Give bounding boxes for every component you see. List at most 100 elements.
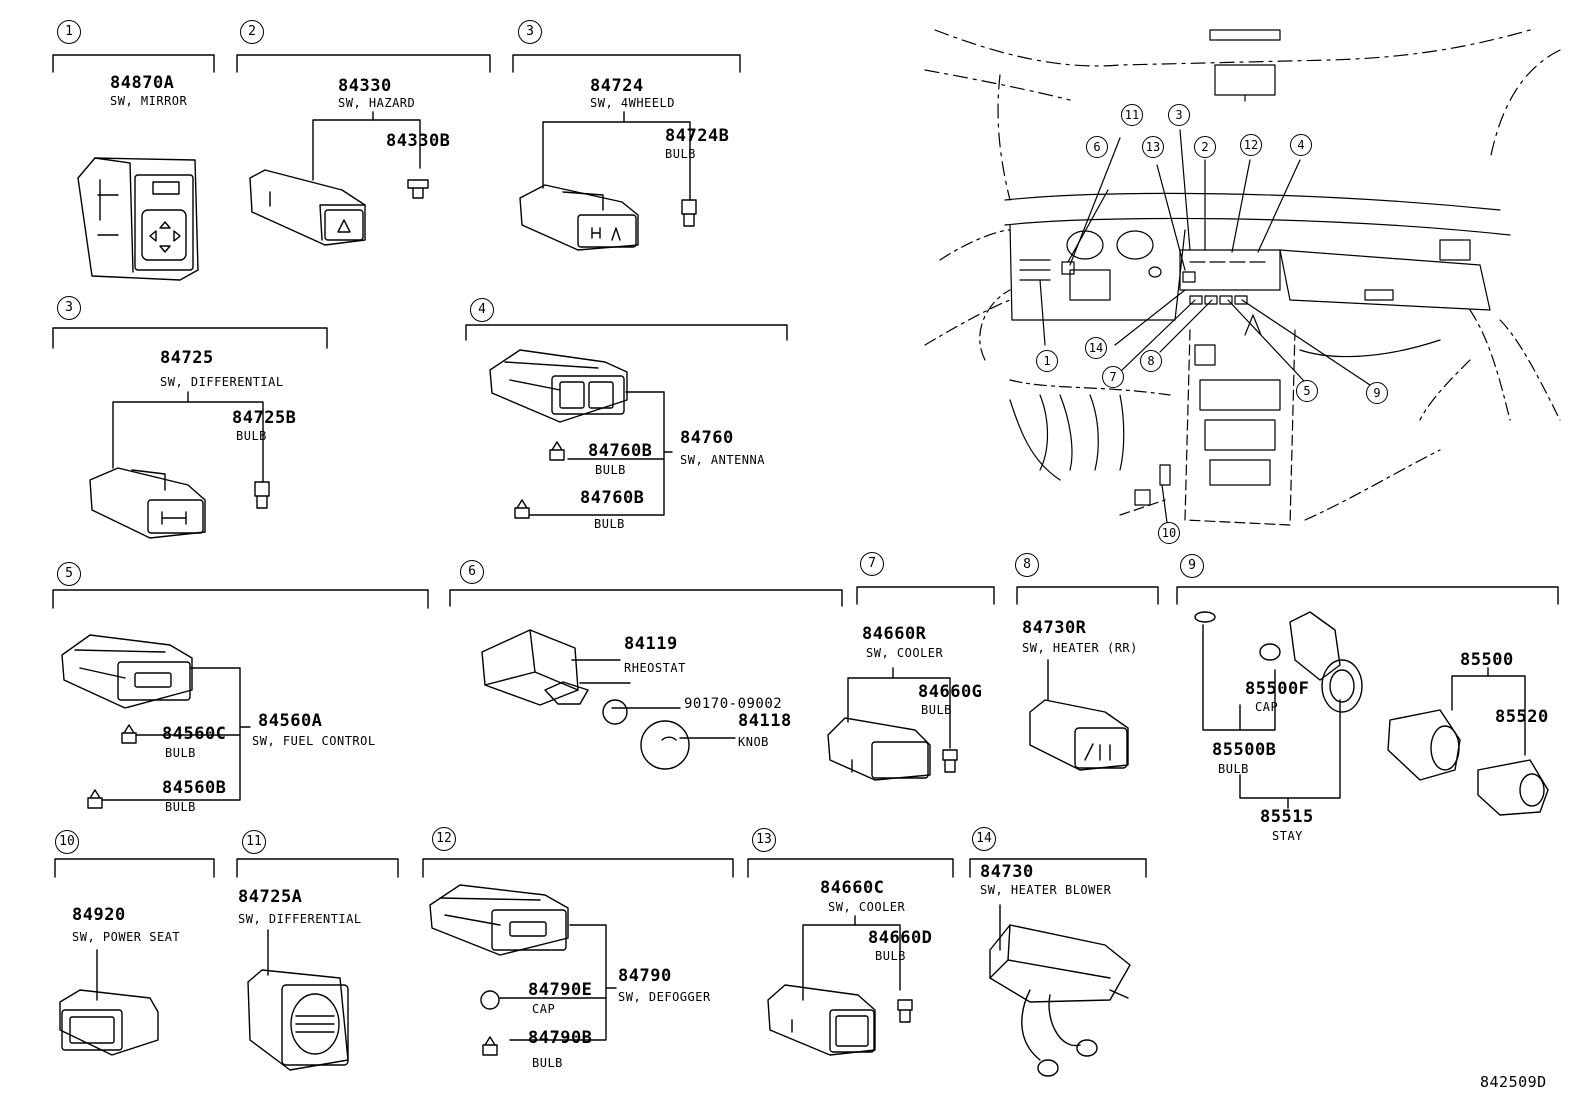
part-number: 84560B [162,778,227,798]
section-number: 9 [1180,554,1204,578]
part-description: SW, DEFOGGER [618,990,711,1004]
dash-callout: 11 [1121,104,1143,126]
part-cooler-switch-7 [827,717,958,781]
part-antenna-switch [489,349,628,519]
part-description: RHEOSTAT [624,661,686,675]
part-number: 90170-09002 [684,696,783,712]
part-description: BULB [595,463,626,477]
part-number: 84660D [868,928,933,948]
part-description: BULB [875,949,906,963]
part-number: 84724B [665,126,730,146]
part-number: 84119 [624,634,678,654]
part-description: SW, ANTENNA [680,453,765,467]
part-description: SW, HEATER BLOWER [980,883,1112,897]
part-description: SW, POWER SEAT [72,930,181,944]
part-number: 84725 [160,348,214,368]
dash-callout: 9 [1366,382,1388,404]
part-cooler-switch-13 [767,984,913,1056]
part-number: 85520 [1495,707,1549,727]
section-number: 1 [57,20,81,44]
part-number: 84870A [110,73,175,93]
part-number: 84760 [680,428,734,448]
part-power-seat-switch [59,989,159,1056]
part-description: CAP [1255,700,1279,714]
section-number: 6 [460,560,484,584]
part-number: 85500 [1460,650,1514,670]
part-number: 84920 [72,905,126,925]
part-differential-switch [89,467,270,539]
part-description: BULB [594,517,625,531]
part-description: BULB [165,746,196,760]
part-number: 84724 [590,76,644,96]
part-differential-knob [247,969,349,1071]
part-heater-blower-switch [989,924,1131,1077]
section-brackets [52,54,1559,878]
part-number: 84790B [528,1028,593,1048]
part-number: 84118 [738,711,792,731]
dash-callout: 1 [1036,350,1058,372]
dash-callout: 13 [1142,136,1164,158]
part-description: SW, 4WHEELD [590,96,675,110]
part-hazard-switch [249,169,429,246]
part-heater-rr-switch [1029,699,1129,771]
leader-lines [96,111,1526,1041]
part-number: 85500B [1212,740,1277,760]
part-description: BULB [532,1056,563,1070]
dash-callout: 6 [1086,136,1108,158]
part-number: 84725B [232,408,297,428]
part-number: 84660C [820,878,885,898]
part-number: 84330 [338,76,392,96]
section-number: 3 [57,296,81,320]
part-description: BULB [165,800,196,814]
part-description: BULB [1218,762,1249,776]
part-description: SW, DIFFERENTIAL [160,375,284,389]
section-number: 12 [432,827,456,851]
dash-callout: 5 [1296,380,1318,402]
dashboard-overview [924,29,1561,531]
section-number: 7 [860,552,884,576]
diagram-code: 842509D [1480,1073,1547,1091]
part-number: 84660G [918,682,983,702]
part-description: SW, MIRROR [110,94,188,108]
part-description: SW, DIFFERENTIAL [238,912,362,926]
dash-callout: 12 [1240,134,1262,156]
section-number: 2 [240,20,264,44]
part-number: 84760B [580,488,645,508]
part-number: 84660R [862,624,927,644]
part-description: SW, COOLER [828,900,906,914]
dash-callout: 3 [1168,104,1190,126]
section-number: 4 [470,298,494,322]
part-4wd-switch [519,184,697,251]
dash-callout: 2 [1194,136,1216,158]
dash-callout: 4 [1290,134,1312,156]
part-mirror-switch [77,157,199,281]
part-description: BULB [665,147,696,161]
part-description: BULB [921,703,952,717]
part-number: 85500F [1245,679,1310,699]
part-fuel-control-switch [61,634,193,809]
part-number: 84730 [980,862,1034,882]
part-description: SW, COOLER [866,646,944,660]
part-defogger-switch [429,884,569,1056]
part-number: 84790E [528,980,593,1000]
part-number: 84330B [386,131,451,151]
part-lighter [1194,611,1549,816]
part-number: 84790 [618,966,672,986]
section-number: 14 [972,827,996,851]
part-number: 84560C [162,724,227,744]
dash-callout: 8 [1140,350,1162,372]
dash-callout: 10 [1158,522,1180,544]
part-description: CAP [532,1002,556,1016]
part-rheostat [481,629,690,770]
part-description: SW, FUEL CONTROL [252,734,376,748]
section-number: 10 [55,830,79,854]
section-number: 5 [57,562,81,586]
part-description: SW, HEATER (RR) [1022,641,1138,655]
dash-callout: 7 [1102,366,1124,388]
part-number: 84760B [588,441,653,461]
part-description: SW, HAZARD [338,96,416,110]
dash-callout: 14 [1085,337,1107,359]
part-description: BULB [236,429,267,443]
section-number: 8 [1015,553,1039,577]
